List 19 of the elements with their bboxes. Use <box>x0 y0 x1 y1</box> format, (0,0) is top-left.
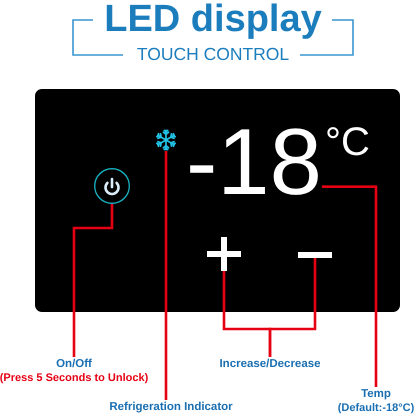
minus-icon <box>298 252 332 258</box>
leader-line <box>268 258 316 357</box>
snowflake-icon <box>155 129 177 151</box>
callout-note: (Default:-18°C) <box>338 401 414 415</box>
title: LED display <box>104 0 322 38</box>
callout-label: Refrigeration Indicator <box>109 400 233 414</box>
callout-note: (Press 5 Seconds to Unlock) <box>0 371 148 385</box>
subtitle: TOUCH CONTROL <box>136 46 290 64</box>
callout-label: Temp <box>361 387 391 401</box>
leader-line <box>164 151 168 400</box>
leader-line <box>322 185 378 387</box>
unit-label: °C <box>325 122 370 162</box>
leader-line <box>72 204 114 357</box>
callout-label: On/Off <box>56 357 92 371</box>
plus-icon <box>207 237 241 271</box>
temperature-readout: -18 <box>186 126 322 198</box>
power-icon <box>94 168 130 204</box>
callout-label: Increase/Decrease <box>219 357 321 371</box>
display-panel <box>35 89 400 312</box>
